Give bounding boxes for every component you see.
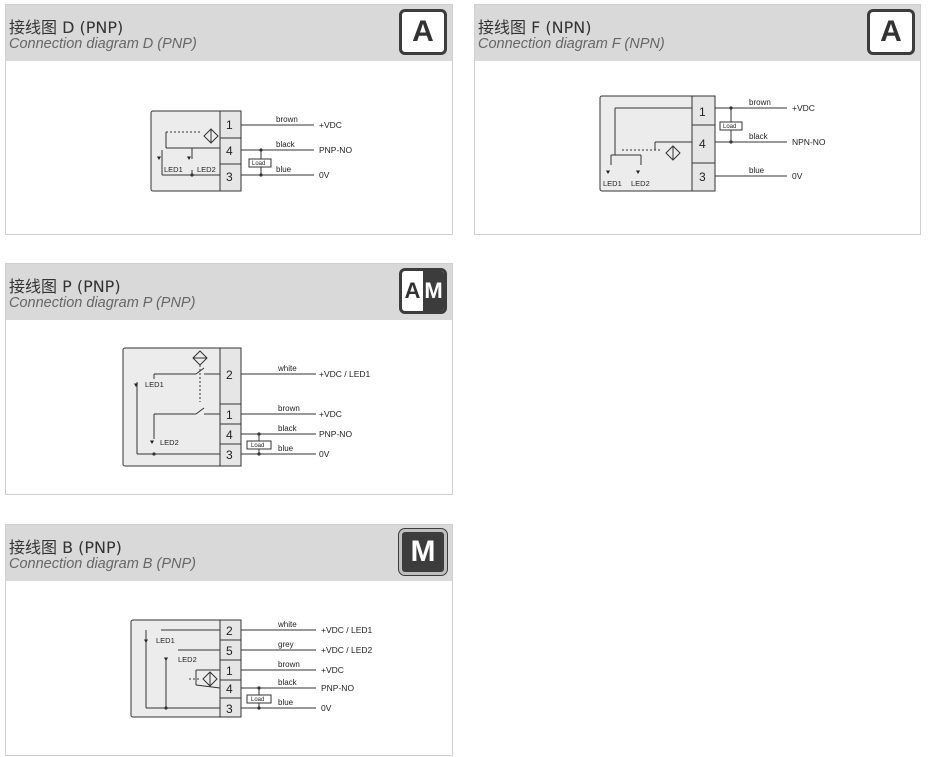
panel-header: 接线图 P (PNP) Connection diagram P (PNP) A… xyxy=(6,264,452,320)
signal-label: PNP-NO xyxy=(319,429,352,439)
svg-text:⯆: ⯆ xyxy=(163,655,169,664)
led1-label: LED1 xyxy=(145,380,164,389)
signal-label: 0V xyxy=(792,171,803,181)
badge-a: A xyxy=(399,9,447,55)
signal-label: +VDC / LED2 xyxy=(321,645,373,655)
pin-label: 3 xyxy=(226,448,233,462)
signal-label: +VDC xyxy=(792,103,815,113)
badge-m: M xyxy=(399,529,447,575)
led1-label: LED1 xyxy=(603,179,622,188)
svg-text:⯆: ⯆ xyxy=(605,168,611,177)
panel-title-cn: 接线图 D (PNP) xyxy=(9,18,124,37)
wire-label: blue xyxy=(278,698,294,707)
wire-label: brown xyxy=(278,404,300,413)
badge-letter: A xyxy=(412,15,434,48)
led1-label: LED1 xyxy=(164,165,183,174)
load-label: Load xyxy=(251,443,264,449)
signal-label: +VDC xyxy=(319,409,342,419)
load-label: Load xyxy=(252,161,265,167)
pin-label: 3 xyxy=(699,170,706,184)
signal-label: +VDC xyxy=(321,665,344,675)
wire-label: brown xyxy=(749,98,771,107)
led1-label: LED1 xyxy=(156,636,175,645)
load-label: Load xyxy=(723,124,736,130)
badge-am: A M xyxy=(399,268,447,314)
panel-connection-p: 接线图 P (PNP) Connection diagram P (PNP) A… xyxy=(5,263,453,495)
signal-label: 0V xyxy=(319,449,330,459)
signal-label: PNP-NO xyxy=(321,683,354,693)
badge-letter: A xyxy=(880,15,902,48)
panel-header: 接线图 D (PNP) Connection diagram D (PNP) A xyxy=(6,5,452,61)
wire-label: white xyxy=(277,364,297,373)
signal-label: 0V xyxy=(319,170,330,180)
signal-label: +VDC / LED1 xyxy=(321,625,373,635)
panel-header: 接线图 F (NPN) Connection diagram F (NPN) A xyxy=(475,5,920,61)
led2-label: LED2 xyxy=(160,438,179,447)
pin-label: 1 xyxy=(699,105,706,119)
panel-connection-d: 接线图 D (PNP) Connection diagram D (PNP) A xyxy=(5,4,453,235)
svg-text:⯆: ⯆ xyxy=(156,154,162,163)
load-label: Load xyxy=(251,697,264,703)
pin-label: 4 xyxy=(699,137,706,151)
panel-title-cn: 接线图 P (PNP) xyxy=(9,277,121,296)
wiring-diagram-f: ⯆ ⯆ LED1 LED2 1 4 3 brown black blue Loa… xyxy=(599,95,826,192)
wire-label: blue xyxy=(278,444,294,453)
wiring-diagram-d: ⯆ ⯆ LED1 LED2 1 4 3 brown black blue Loa… xyxy=(150,110,352,192)
pin-label: 4 xyxy=(226,428,233,442)
led2-label: LED2 xyxy=(631,179,650,188)
wire-label: brown xyxy=(278,660,300,669)
signal-label: +VDC xyxy=(319,120,342,130)
wire-label: black xyxy=(278,678,298,687)
pin-label: 1 xyxy=(226,664,233,678)
wire-label: blue xyxy=(749,166,765,175)
badge-letter-a: A xyxy=(404,278,421,303)
pin-label: 5 xyxy=(226,644,233,658)
panel-title-en: Connection diagram D (PNP) xyxy=(9,36,197,52)
signal-label: PNP-NO xyxy=(319,145,352,155)
wire-label: black xyxy=(278,424,298,433)
pin-label: 3 xyxy=(226,702,233,716)
wire-label: black xyxy=(276,140,296,149)
svg-text:⯆: ⯆ xyxy=(133,381,139,390)
panel-connection-f: 接线图 F (NPN) Connection diagram F (NPN) A xyxy=(474,4,921,235)
badge-a: A xyxy=(867,9,915,55)
signal-label: +VDC / LED1 xyxy=(319,369,371,379)
badge-letter-m: M xyxy=(423,271,444,311)
svg-text:⯆: ⯆ xyxy=(143,637,149,646)
panel-header: 接线图 B (PNP) Connection diagram B (PNP) M xyxy=(6,525,452,581)
signal-label: NPN-NO xyxy=(792,137,826,147)
svg-text:⯆: ⯆ xyxy=(149,438,155,447)
wiring-diagram-p: ⯆ ⯆ LED1 LED2 2 1 4 3 white brown black … xyxy=(122,347,371,467)
pin-label: 2 xyxy=(226,624,233,638)
badge-letter: M xyxy=(410,535,436,568)
panel-title-en: Connection diagram P (PNP) xyxy=(9,295,196,311)
svg-text:⯆: ⯆ xyxy=(635,168,641,177)
signal-label: 0V xyxy=(321,703,332,713)
panel-title-cn: 接线图 B (PNP) xyxy=(9,538,122,557)
pin-label: 1 xyxy=(226,118,233,132)
wire-label: blue xyxy=(276,165,292,174)
panel-title-en: Connection diagram F (NPN) xyxy=(478,36,665,52)
panel-connection-b: 接线图 B (PNP) Connection diagram B (PNP) M xyxy=(5,524,453,756)
panel-title-en: Connection diagram B (PNP) xyxy=(9,556,196,572)
pin-label: 2 xyxy=(226,368,233,382)
wiring-diagram-b: ⯆ ⯆ LED1 LED2 2 5 1 4 3 white grey brown… xyxy=(130,619,373,718)
wire-label: grey xyxy=(278,640,294,649)
led2-label: LED2 xyxy=(178,655,197,664)
pin-label: 3 xyxy=(226,170,233,184)
svg-text:⯆: ⯆ xyxy=(186,154,192,163)
pin-label: 4 xyxy=(226,144,233,158)
wire-label: brown xyxy=(276,115,298,124)
wire-label: black xyxy=(749,132,769,141)
led2-label: LED2 xyxy=(197,165,216,174)
panel-title-cn: 接线图 F (NPN) xyxy=(478,18,592,37)
pin-label: 4 xyxy=(226,682,233,696)
wire-label: white xyxy=(277,620,297,629)
pin-label: 1 xyxy=(226,408,233,422)
